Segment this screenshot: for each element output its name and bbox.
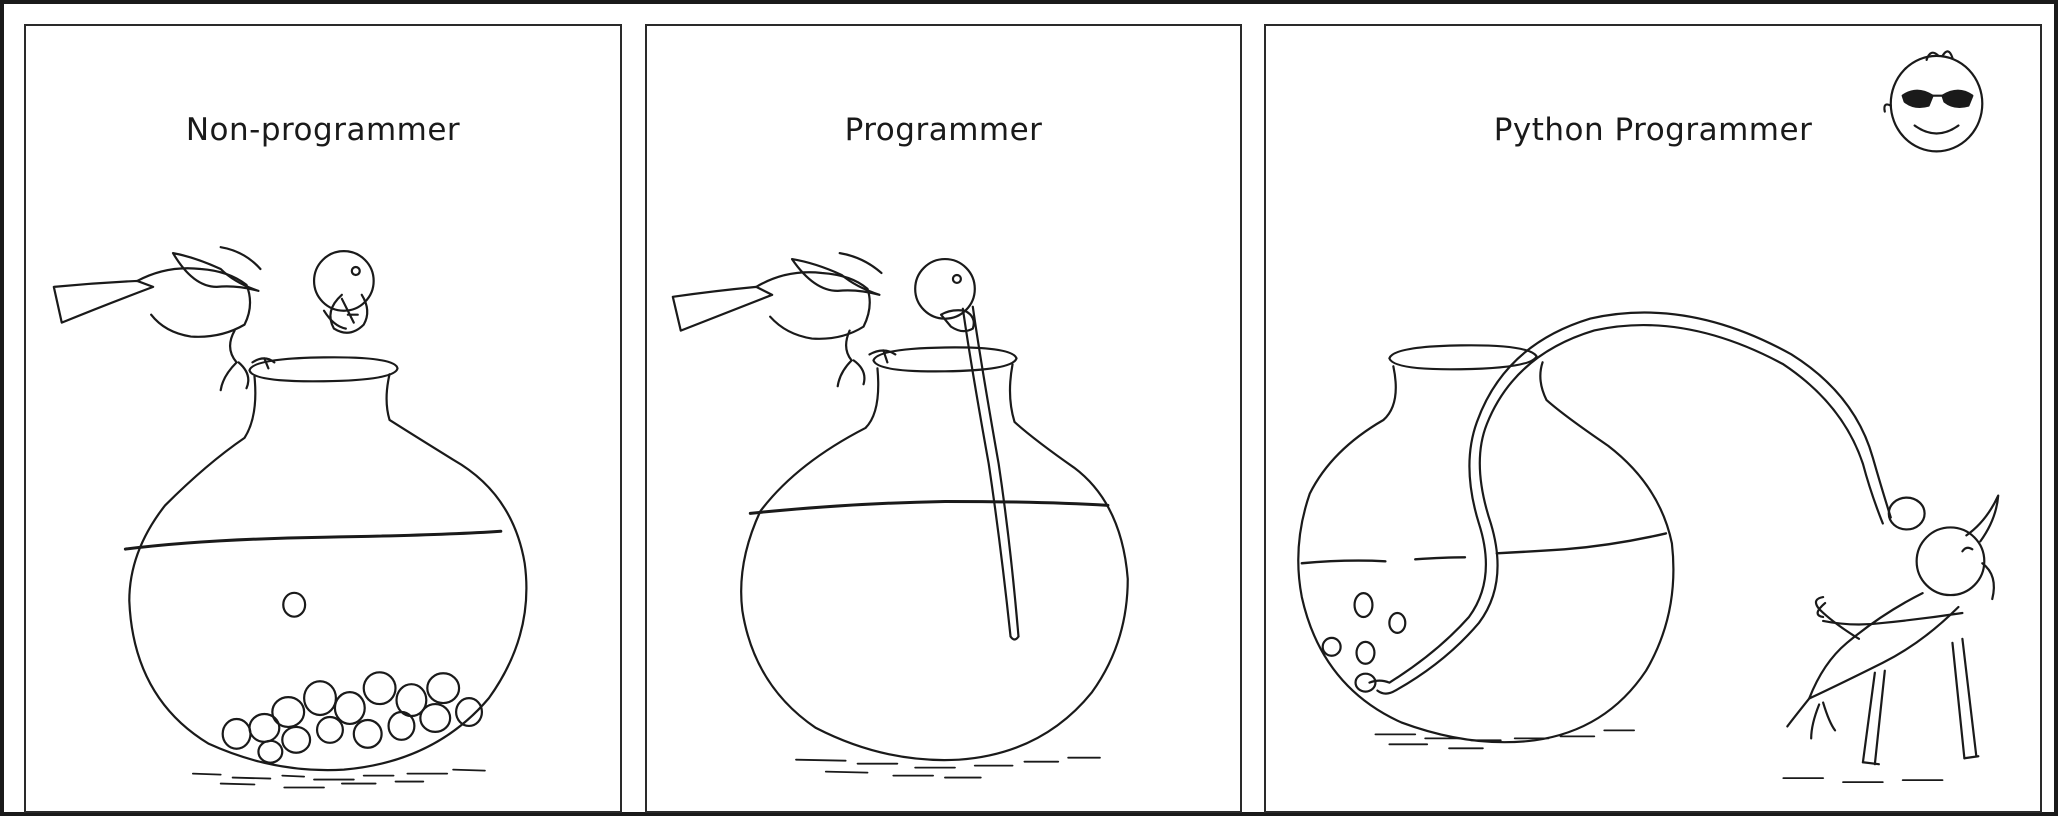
- panel-python-programmer: Python Programmer: [1264, 24, 2042, 813]
- ground-marks: [193, 770, 485, 788]
- reclining-crow: [1787, 496, 1998, 765]
- relaxed-crow-with-long-straw-illustration: [1266, 26, 2040, 811]
- pot: [1298, 345, 1673, 742]
- pebble: [283, 593, 305, 617]
- crow-dropping-pebbles-illustration: [26, 26, 620, 811]
- panel-caption: Non-programmer: [185, 112, 461, 148]
- pot: [741, 347, 1128, 760]
- straw: [963, 307, 1019, 640]
- pebbles: [1323, 593, 1406, 691]
- panel-non-programmer: Non-programmer: [24, 24, 622, 813]
- panel-caption: Python Programmer: [1493, 112, 1813, 148]
- sunglasses-smiley-icon: [1884, 51, 1982, 151]
- ground-marks: [1375, 730, 1942, 782]
- crow: [673, 253, 975, 386]
- panel-caption: Programmer: [844, 112, 1043, 148]
- long-straw: [1369, 312, 1890, 693]
- pebble-pile: [223, 672, 482, 762]
- pot: [125, 357, 526, 770]
- ground-marks: [796, 758, 1100, 778]
- panel-programmer: Programmer: [645, 24, 1242, 813]
- crow-with-straw-illustration: [647, 26, 1240, 811]
- crow: [54, 247, 374, 390]
